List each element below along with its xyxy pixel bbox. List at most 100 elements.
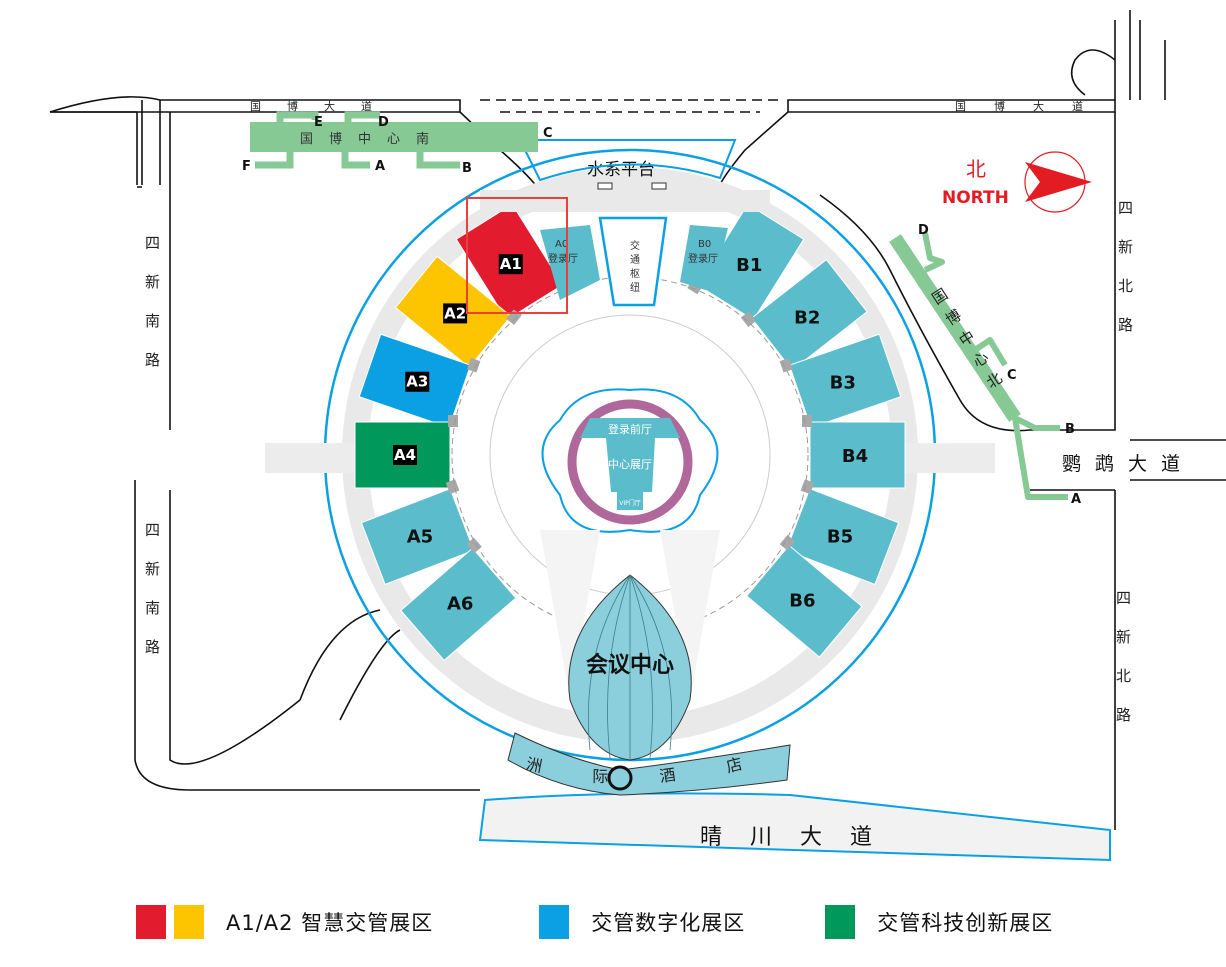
road-stub (141, 100, 161, 185)
hall-B6[interactable] (741, 534, 867, 658)
metro-exit-d: D (378, 115, 389, 130)
conference-center-label: 会议中心 (586, 652, 674, 678)
hall-stair (448, 415, 458, 427)
metro-n-exit-b: B (1065, 422, 1075, 437)
metro-n-exit-a: A (1071, 492, 1081, 507)
legend-item-innovation: 交管科技创新展区 (825, 905, 1053, 939)
conference-grid (587, 574, 673, 760)
b0-name: 登录厅 (688, 252, 718, 265)
legend: A1/A2 智慧交管展区 交管数字化展区 交管科技创新展区 (136, 905, 1115, 939)
legend-swatch-yellow (174, 905, 204, 939)
transport-hub[interactable] (598, 216, 668, 307)
north-walkway (480, 190, 770, 212)
east-approach (905, 443, 995, 473)
road-edge (137, 112, 171, 430)
central-hall-label: 中心展厅 (608, 458, 652, 471)
legend-item-smart: A1/A2 智慧交管展区 (136, 905, 433, 939)
hall-label-bg (498, 254, 523, 275)
hall-label-B6: B6 (789, 591, 815, 612)
marker (597, 182, 613, 190)
legend-label: 交管科技创新展区 (877, 911, 1054, 935)
hall-stair (802, 415, 812, 427)
road-label-qingchuan: 晴川大道 (700, 825, 900, 850)
hall-block[interactable] (360, 488, 475, 586)
a0-name: 登录厅 (548, 252, 578, 265)
metro-south-label: 国博中心南 (300, 131, 445, 147)
metro-n-exit-d: D (918, 223, 929, 238)
hotel-entrance-icon (607, 765, 633, 791)
hall-A0[interactable] (540, 225, 600, 300)
metro-exit-b: B (462, 161, 472, 176)
metro-exit-f: F (242, 159, 251, 174)
metro-north-label: 国博中心北 (927, 285, 1010, 400)
legend-label: A1/A2 智慧交管展区 (226, 911, 434, 935)
hall-block[interactable] (788, 333, 902, 429)
hall-label-bg (443, 303, 468, 324)
hall-B3[interactable] (779, 328, 902, 431)
road-qingchuan (478, 792, 1111, 862)
road-label-guobo-right: 国博大道 (955, 99, 1111, 113)
legend-swatch-blue (539, 905, 570, 939)
hotel[interactable] (507, 732, 791, 796)
hall-block[interactable] (809, 421, 906, 489)
compass: 北 NORTH (942, 151, 1092, 213)
compass-en: NORTH (942, 188, 1009, 208)
hall-stair (779, 534, 796, 551)
vip-hall-label: VIP门厅 (619, 499, 641, 507)
hall-B2[interactable] (740, 254, 868, 375)
hall-block[interactable] (745, 544, 863, 658)
hall-label-B5: B5 (827, 527, 853, 548)
water-platform (518, 139, 737, 182)
hall-B4[interactable] (802, 415, 906, 489)
hall-stair (779, 357, 793, 373)
metro-exit-a: A (375, 159, 385, 174)
hall-label-A5: A5 (407, 527, 433, 548)
hall-A6[interactable] (396, 537, 522, 662)
water-platform-label: 水系平台 (587, 160, 655, 180)
legend-item-digital: 交管数字化展区 (539, 905, 745, 939)
a0-code: A0 (555, 239, 568, 250)
west-approach (265, 443, 355, 473)
lobby[interactable] (580, 418, 680, 438)
metro-exit-c: C (543, 126, 553, 141)
hall-label-B3: B3 (830, 373, 856, 394)
approach-paths (540, 530, 720, 700)
highlight-box (466, 197, 568, 314)
hall-stair (740, 311, 757, 328)
road-label-sixin-north-2: 四新北路 (1114, 590, 1132, 746)
marker (651, 182, 667, 190)
hall-block[interactable] (785, 488, 900, 586)
hall-label-B1: B1 (736, 255, 762, 276)
hall-label-bg (405, 371, 430, 392)
lobby-label: 登录前厅 (608, 422, 652, 436)
metro-exit-e: E (314, 115, 323, 130)
road-label-sixin-south-1: 四新南路 (143, 235, 161, 391)
hall-label-B4: B4 (842, 446, 868, 467)
vip-hall[interactable] (617, 492, 643, 510)
compass-cn: 北 (966, 157, 986, 181)
legend-swatch-red (136, 905, 166, 939)
road-guobo-left (49, 96, 461, 113)
metro-north-station[interactable] (889, 232, 1068, 500)
hall-label-A4: A4 (394, 446, 416, 464)
hall-stair (467, 357, 481, 373)
hall-block[interactable] (750, 258, 868, 371)
legend-swatch-green (825, 905, 856, 939)
central-hall[interactable] (606, 438, 655, 492)
road-label-sixin-north-1: 四新北路 (1116, 200, 1134, 356)
road-label-yingwu: 鹦鹉大道 (1062, 453, 1194, 475)
hall-label-A6: A6 (447, 594, 473, 615)
hall-stair (466, 537, 482, 554)
legend-label: 交管数字化展区 (591, 911, 746, 935)
metro-n-exit-c: C (1007, 368, 1017, 383)
hall-label-A2: A2 (444, 304, 466, 322)
corridor (451, 276, 809, 634)
hall-block[interactable] (400, 547, 517, 662)
hall-label-bg (393, 445, 417, 465)
hall-B0[interactable] (680, 225, 728, 292)
hall-label-B2: B2 (794, 307, 820, 328)
b0-code: B0 (698, 239, 711, 250)
metro-south-station[interactable]: 国博中心南 (250, 111, 538, 169)
